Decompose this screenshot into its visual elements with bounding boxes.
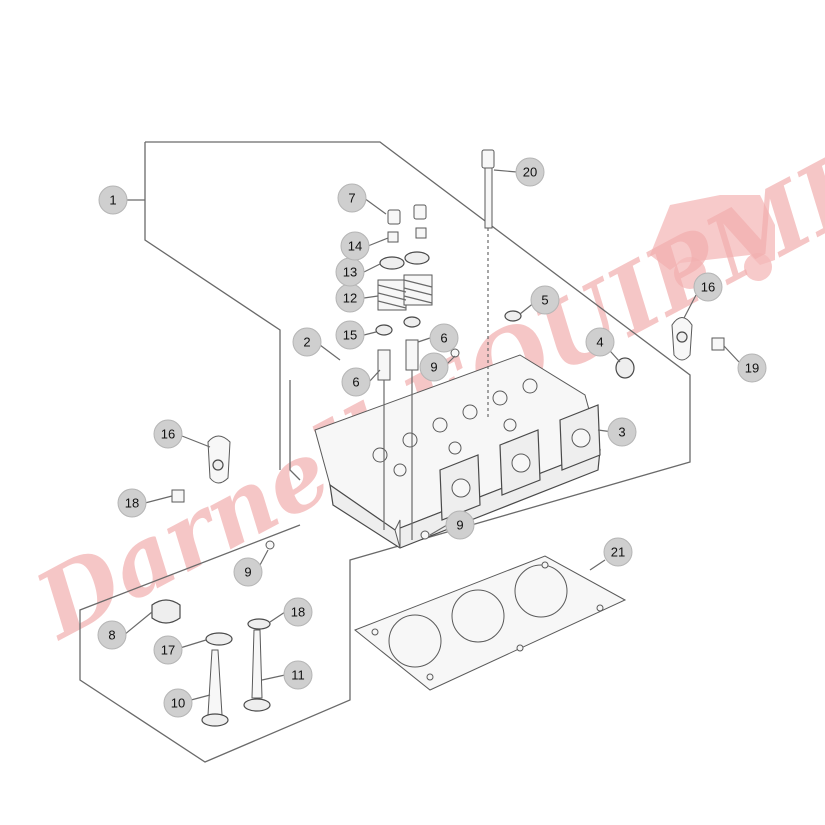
callout-16-right: 16	[693, 272, 723, 302]
callout-label: 14	[348, 239, 362, 254]
callout-4: 4	[585, 327, 615, 357]
callout-10: 10	[163, 688, 193, 718]
callout-18-left: 18	[117, 488, 147, 518]
plug-9-upper	[450, 348, 460, 358]
plug-4	[615, 357, 635, 379]
valve-10-head	[201, 713, 229, 727]
callout-7: 7	[337, 183, 367, 213]
head-bolt-head	[481, 149, 495, 169]
callout-label: 12	[343, 291, 357, 306]
callout-16-left: 16	[153, 419, 183, 449]
plug-8	[151, 599, 181, 624]
bolt-18-left	[171, 489, 185, 503]
callout-label: 18	[125, 496, 139, 511]
valve-seat-holes	[372, 378, 538, 477]
callout-8: 8	[97, 620, 127, 650]
callout-label: 16	[161, 427, 175, 442]
callout-12: 12	[335, 283, 365, 313]
callout-label: 3	[618, 425, 625, 440]
callout-label: 1	[109, 193, 116, 208]
callout-9-left: 9	[233, 557, 263, 587]
callout-13: 13	[335, 257, 365, 287]
callout-label: 21	[611, 545, 625, 560]
callout-label: 10	[171, 696, 185, 711]
head-bolt-shank	[484, 167, 493, 229]
callout-9-upper: 9	[419, 352, 449, 382]
plug-9-left	[265, 540, 275, 550]
exhaust-ports	[439, 404, 601, 521]
callout-label: 9	[456, 518, 463, 533]
valve-10-stem	[207, 649, 223, 716]
callout-1: 1	[98, 185, 128, 215]
callout-17: 17	[153, 635, 183, 665]
seal-18	[247, 618, 271, 630]
valve-train	[375, 204, 433, 540]
callout-14: 14	[340, 231, 370, 261]
callout-6-lower: 6	[341, 367, 371, 397]
assembly-frame	[79, 141, 691, 763]
loose-parts	[151, 149, 725, 727]
callout-label: 7	[348, 191, 355, 206]
callout-label: 2	[303, 335, 310, 350]
callout-9-lower: 9	[445, 510, 475, 540]
callout-label: 19	[745, 361, 759, 376]
callout-label: 6	[352, 375, 359, 390]
callout-label: 4	[596, 335, 603, 350]
callout-11: 11	[283, 660, 313, 690]
leader-lines	[123, 169, 740, 701]
callout-21: 21	[603, 537, 633, 567]
watermark: Darnell EQUIPMENT	[17, 53, 825, 661]
callout-label: 9	[244, 565, 251, 580]
watermark-text: Darnell EQUIPMENT	[17, 53, 825, 661]
callout-label: 8	[108, 628, 115, 643]
callout-label: 16	[701, 280, 715, 295]
callout-15: 15	[335, 320, 365, 350]
cylinder-head	[314, 354, 601, 549]
callout-20: 20	[515, 157, 545, 187]
bolt-19	[711, 337, 725, 351]
seal-5	[504, 310, 522, 322]
valve-11-stem	[251, 629, 263, 699]
seal-17	[205, 632, 233, 646]
callout-label: 20	[523, 165, 537, 180]
head-gasket	[354, 555, 627, 691]
callout-3: 3	[607, 417, 637, 447]
callout-label: 9	[430, 360, 437, 375]
callout-label: 6	[440, 331, 447, 346]
callout-label: 18	[291, 605, 305, 620]
plug-9-lower	[420, 530, 430, 540]
callout-5: 5	[530, 285, 560, 315]
callout-label: 17	[161, 643, 175, 658]
callout-label: 13	[343, 265, 357, 280]
callout-label: 15	[343, 328, 357, 343]
callout-label: 11	[291, 668, 305, 683]
callout-6-upper: 6	[429, 323, 459, 353]
valve-11-head	[243, 698, 271, 712]
callout-label: 5	[541, 293, 548, 308]
callout-19: 19	[737, 353, 767, 383]
callout-18-lower: 18	[283, 597, 313, 627]
callout-2: 2	[292, 327, 322, 357]
